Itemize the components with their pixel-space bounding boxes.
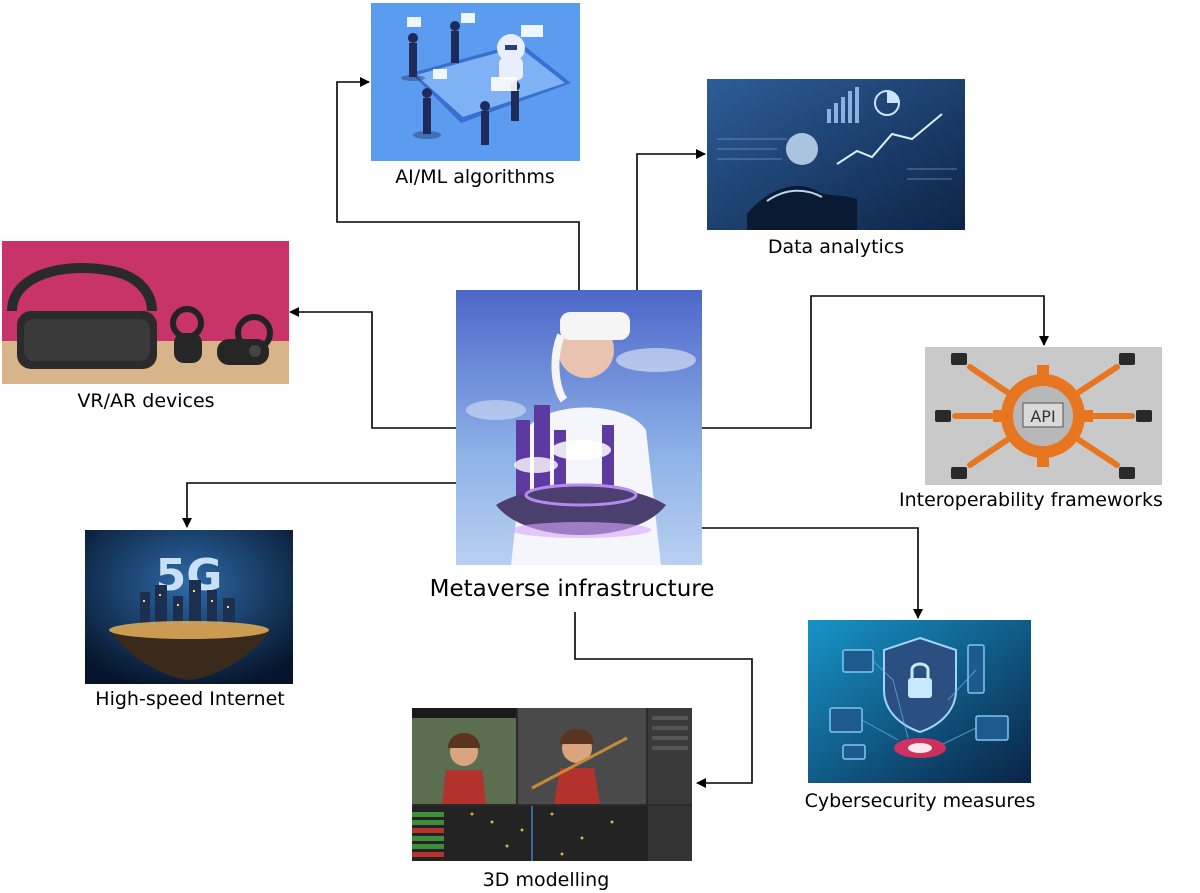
connector-data-analytics xyxy=(636,149,706,290)
center-label: Metaverse infrastructure xyxy=(429,576,715,602)
data-analytics-label: Data analytics xyxy=(767,236,905,258)
connector-internet xyxy=(182,482,456,528)
vr-headset-person-city-image xyxy=(456,290,702,565)
vr-headset-controllers-image xyxy=(2,241,289,384)
interop-label: Interoperability frameworks xyxy=(899,489,1163,511)
internet-label: High-speed Internet xyxy=(95,688,285,710)
connector-vr-ar xyxy=(289,307,456,429)
3d-software-character-image xyxy=(412,708,692,861)
api-gear-plugs-image: API xyxy=(925,347,1162,485)
ai-robot-people-image xyxy=(371,3,580,161)
ai-ml-label: AI/ML algorithms xyxy=(395,166,555,188)
api-badge-text: API xyxy=(1030,407,1055,426)
vr-ar-label: VR/AR devices xyxy=(77,390,215,412)
cyber-label: Cybersecurity measures xyxy=(804,790,1036,812)
modelling-label: 3D modelling xyxy=(482,869,610,891)
hand-holding-charts-image xyxy=(707,79,965,230)
5g-floating-city-image: 5G xyxy=(85,530,293,684)
shield-lock-devices-image xyxy=(808,620,1031,783)
connector-cyber xyxy=(702,527,923,619)
